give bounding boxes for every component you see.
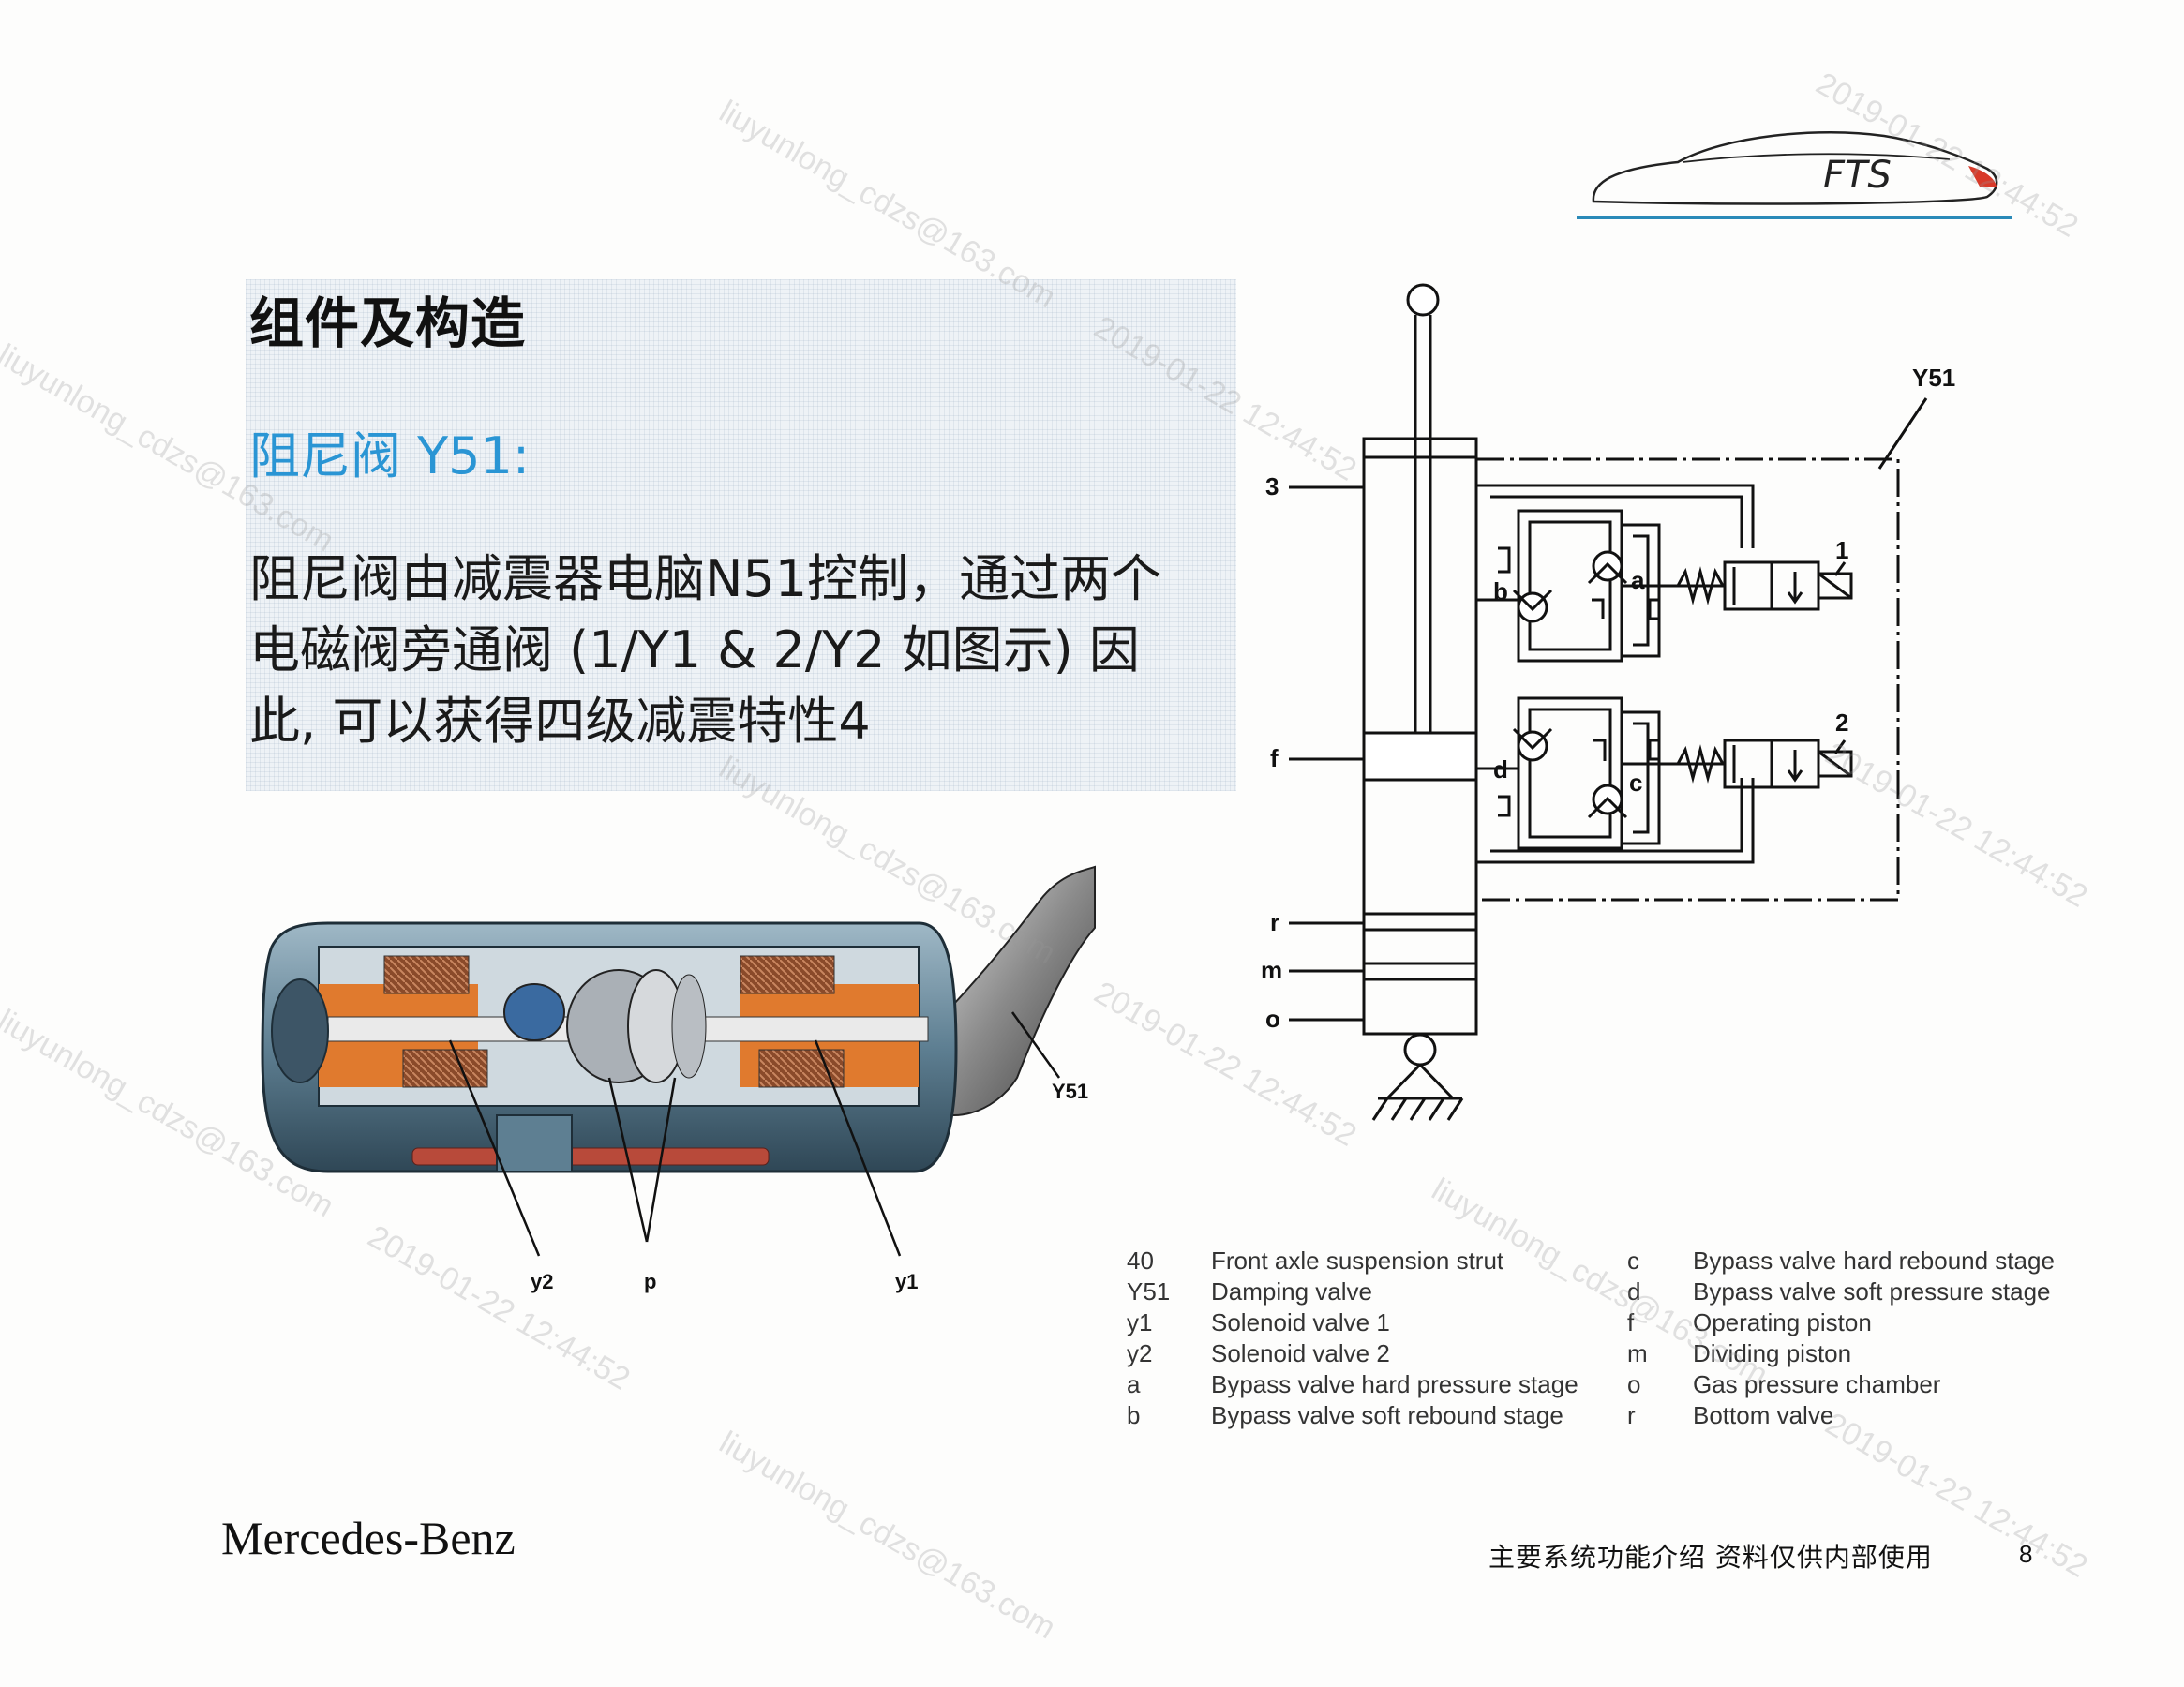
- watermark-email: liuyunlong_cdzs@163.com: [0, 1003, 340, 1225]
- car-silhouette-icon: FTS: [1577, 130, 2012, 219]
- text-panel: [246, 279, 1236, 791]
- legend-key: a: [1127, 1370, 1141, 1398]
- legend-row: o Gas pressure chamber: [1627, 1370, 2055, 1401]
- legend-key: y2: [1127, 1339, 1153, 1367]
- legend-key: Y51: [1127, 1277, 1171, 1306]
- legend-value: Front axle suspension strut: [1211, 1247, 1504, 1275]
- legend-key: r: [1627, 1401, 1636, 1429]
- legend-value: Bypass valve hard rebound stage: [1693, 1247, 2055, 1275]
- footer-note: 主要系统功能介绍 资料仅供内部使用: [1488, 1542, 1933, 1573]
- section-subtitle: 阻尼阀 Y51:: [249, 426, 531, 485]
- legend-value: Gas pressure chamber: [1693, 1370, 1941, 1398]
- fts-logo: FTS: [1575, 117, 2015, 225]
- legend-row: a Bypass valve hard pressure stage: [1127, 1370, 1578, 1401]
- label-b: b: [1493, 577, 1508, 605]
- description-text: 阻尼阀由减震器电脑N51控制，通过两个 电磁阀旁通阀 (1/Y1 & 2/Y2 …: [249, 544, 1234, 757]
- legend-row: r Bottom valve: [1627, 1401, 2055, 1432]
- label-y51: Y51: [1912, 364, 1955, 392]
- legend-key: f: [1627, 1308, 1635, 1336]
- legend-row: Y51 Damping valve: [1127, 1277, 1578, 1308]
- label-m: m: [1261, 956, 1282, 984]
- legend-row: f Operating piston: [1627, 1308, 2055, 1339]
- label-1: 1: [1835, 536, 1848, 564]
- legend-key: y1: [1127, 1308, 1153, 1336]
- legend-left: 40 Front axle suspension strut Y51 Damping…: [1127, 1247, 1578, 1432]
- legend-row: b Bypass valve soft rebound stage: [1127, 1401, 1578, 1432]
- legend-key: 40: [1127, 1247, 1154, 1275]
- legend-value: Solenoid valve 1: [1211, 1308, 1390, 1336]
- description-line-1: 阻尼阀由减震器电脑N51控制，通过两个: [249, 549, 1162, 608]
- legend-right: c Bypass valve hard rebound stage d Bypass…: [1627, 1247, 2055, 1432]
- legend-key: c: [1627, 1247, 1639, 1275]
- label-f: f: [1270, 744, 1279, 772]
- legend-row: y2 Solenoid valve 2: [1127, 1339, 1578, 1370]
- label-cutaway-p: p: [644, 1270, 656, 1293]
- watermark-timestamp: 2019-01-22 12:44:52: [1819, 736, 2094, 915]
- brand-logo: Mercedes-Benz: [221, 1512, 516, 1564]
- legend-key: d: [1627, 1277, 1641, 1306]
- legend-key: m: [1627, 1339, 1648, 1367]
- legend-value: Bottom valve: [1693, 1401, 1834, 1429]
- page-title: 组件及构造: [249, 291, 527, 355]
- legend-value: Operating piston: [1693, 1308, 1872, 1336]
- label-c: c: [1629, 769, 1642, 797]
- legend-value: Solenoid valve 2: [1211, 1339, 1390, 1367]
- legend-key: b: [1127, 1401, 1141, 1429]
- description-line-2: 电磁阀旁通阀 (1/Y1 & 2/Y2 如图示) 因: [249, 620, 1140, 679]
- legend-value: Bypass valve soft pressure stage: [1693, 1277, 2051, 1306]
- label-r: r: [1270, 908, 1279, 936]
- logo-text: FTS: [1823, 154, 1892, 197]
- legend-value: Bypass valve hard pressure stage: [1211, 1370, 1578, 1398]
- label-cutaway-y2: y2: [531, 1270, 553, 1293]
- legend-value: Damping valve: [1211, 1277, 1372, 1306]
- legend-row: 40 Front axle suspension strut: [1127, 1247, 1578, 1277]
- label-3: 3: [1265, 472, 1279, 500]
- legend-value: Dividing piston: [1693, 1339, 1852, 1367]
- watermark-timestamp: 2019-01-22 12:44:52: [362, 1218, 636, 1397]
- legend-row: y1 Solenoid valve 1: [1127, 1308, 1578, 1339]
- page-number: 8: [2019, 1540, 2033, 1568]
- label-cutaway-y1: y1: [895, 1270, 918, 1293]
- legend-row: m Dividing piston: [1627, 1339, 2055, 1370]
- legend-key: o: [1627, 1370, 1641, 1398]
- label-o: o: [1265, 1005, 1280, 1033]
- label-cutaway-y51: Y51: [1052, 1080, 1088, 1103]
- description-line-3: 此, 可以获得四级减震特性4: [249, 692, 871, 751]
- label-2: 2: [1835, 709, 1848, 737]
- watermark-email: liuyunlong_cdzs@163.com: [713, 1425, 1062, 1647]
- label-d: d: [1493, 755, 1508, 784]
- legend-row: d Bypass valve soft pressure stage: [1627, 1277, 2055, 1308]
- legend-value: Bypass valve soft rebound stage: [1211, 1401, 1563, 1429]
- legend-row: c Bypass valve hard rebound stage: [1627, 1247, 2055, 1277]
- label-a: a: [1631, 566, 1645, 594]
- watermark-timestamp: 2019-01-22 12:44:52: [1088, 975, 1363, 1154]
